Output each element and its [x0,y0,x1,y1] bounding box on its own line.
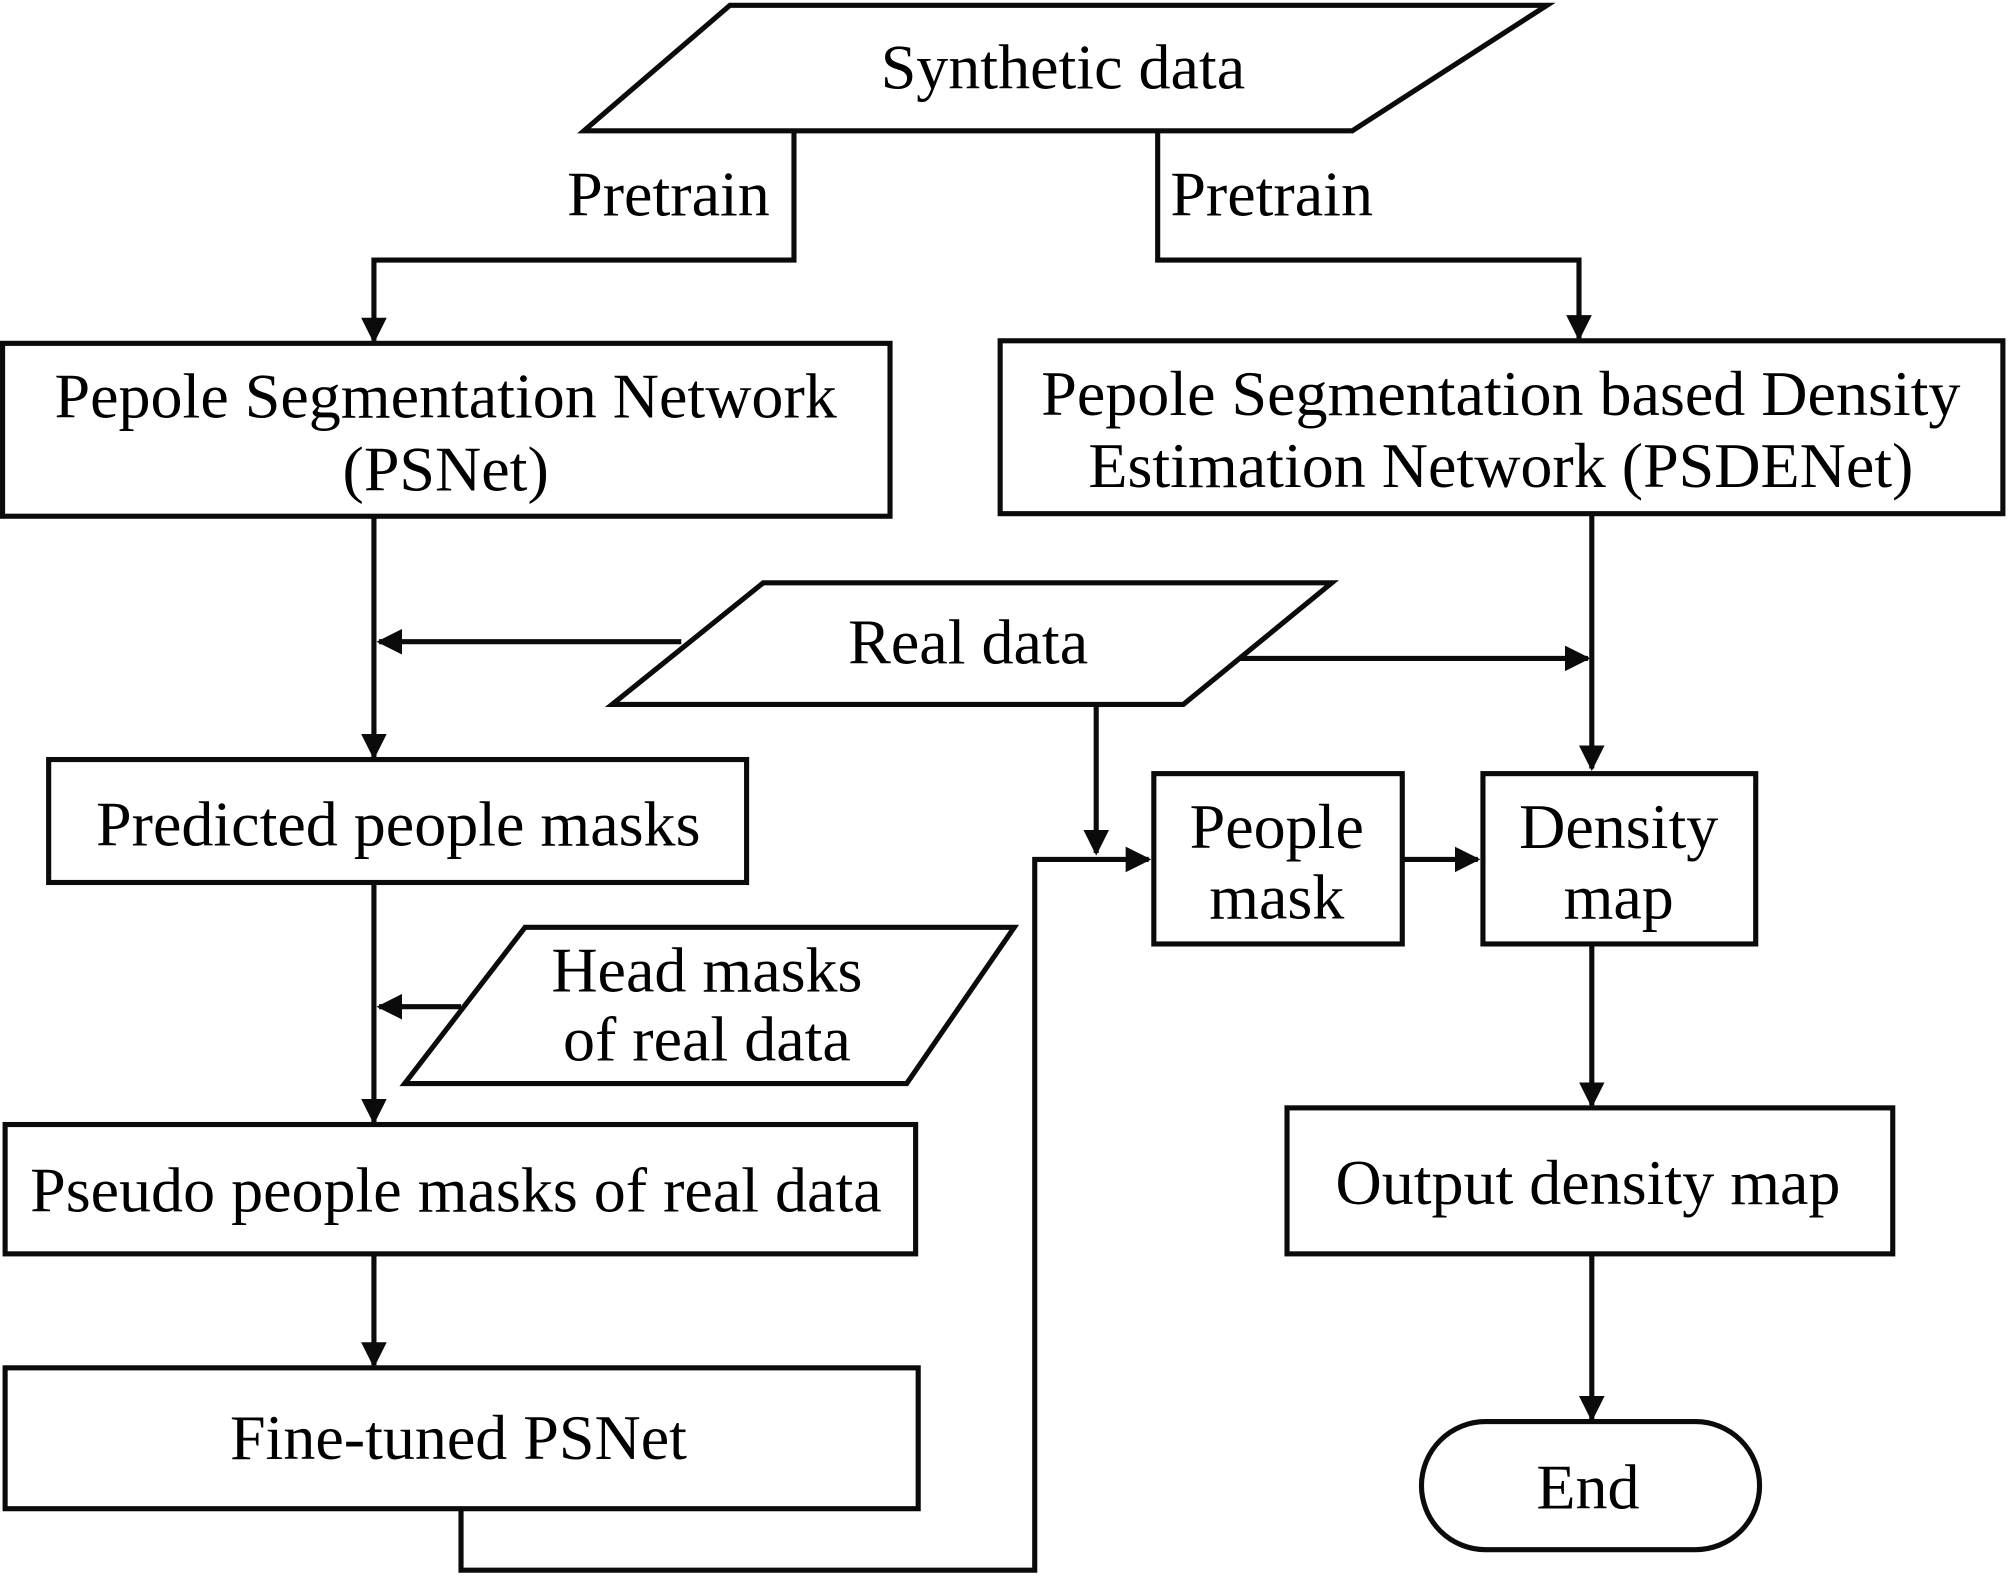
node-end-label: End [1536,1452,1639,1523]
node-psnet-label-line1: Pepole Segmentation Network [55,361,838,432]
node-output-density-map[interactable]: Output density map [1284,1105,1896,1257]
node-density-map-label-line2: map [1564,861,1674,932]
node-psnet[interactable]: Pepole Segmentation Network (PSNet) [0,340,893,519]
node-synthetic-data-label: Synthetic data [881,32,1245,103]
node-predicted-people-masks[interactable]: Predicted people masks [46,756,750,886]
node-people-mask-label-line2: mask [1209,861,1345,932]
node-psdenet[interactable]: Pepole Segmentation based Density Estima… [997,338,2006,517]
node-real-data-label: Real data [848,607,1088,678]
node-pseudo-people-masks[interactable]: Pseudo people masks of real data [2,1121,919,1257]
node-psdenet-label-line1: Pepole Segmentation based Density [1041,358,1960,429]
edge-finetuned-to-people-mask [458,846,1152,1573]
node-head-masks[interactable]: Head masks of real data [399,924,1020,1087]
edge-label-pretrain-right: Pretrain [1170,158,1373,229]
node-pseudo-masks-label: Pseudo people masks of real data [30,1155,882,1226]
node-people-mask[interactable]: People mask [1151,771,1405,947]
node-people-mask-label-line1: People [1190,791,1364,862]
edge-synthetic-to-psdenet [1155,132,1592,341]
edge-label-pretrain-left: Pretrain [567,158,770,229]
node-output-density-label: Output density map [1335,1147,1840,1218]
node-psdenet-label-line2: Estimation Network (PSDENet) [1088,430,1913,501]
node-synthetic-data[interactable]: Synthetic data [577,2,1556,134]
node-head-masks-label-line2: of real data [563,1003,851,1074]
node-head-masks-label-line1: Head masks [551,934,862,1005]
node-density-map[interactable]: Density map [1480,771,1759,947]
node-density-map-label-line1: Density [1519,791,1718,862]
node-finetuned-psnet[interactable]: Fine-tuned PSNet [2,1365,921,1512]
edge-synthetic-to-psnet [361,132,797,344]
node-psnet-label-line2: (PSNet) [343,434,549,505]
node-end[interactable]: End [1418,1419,1763,1553]
node-finetuned-psnet-label: Fine-tuned PSNet [230,1402,687,1473]
node-predicted-masks-label: Predicted people masks [96,788,700,859]
node-real-data[interactable]: Real data [604,580,1340,708]
